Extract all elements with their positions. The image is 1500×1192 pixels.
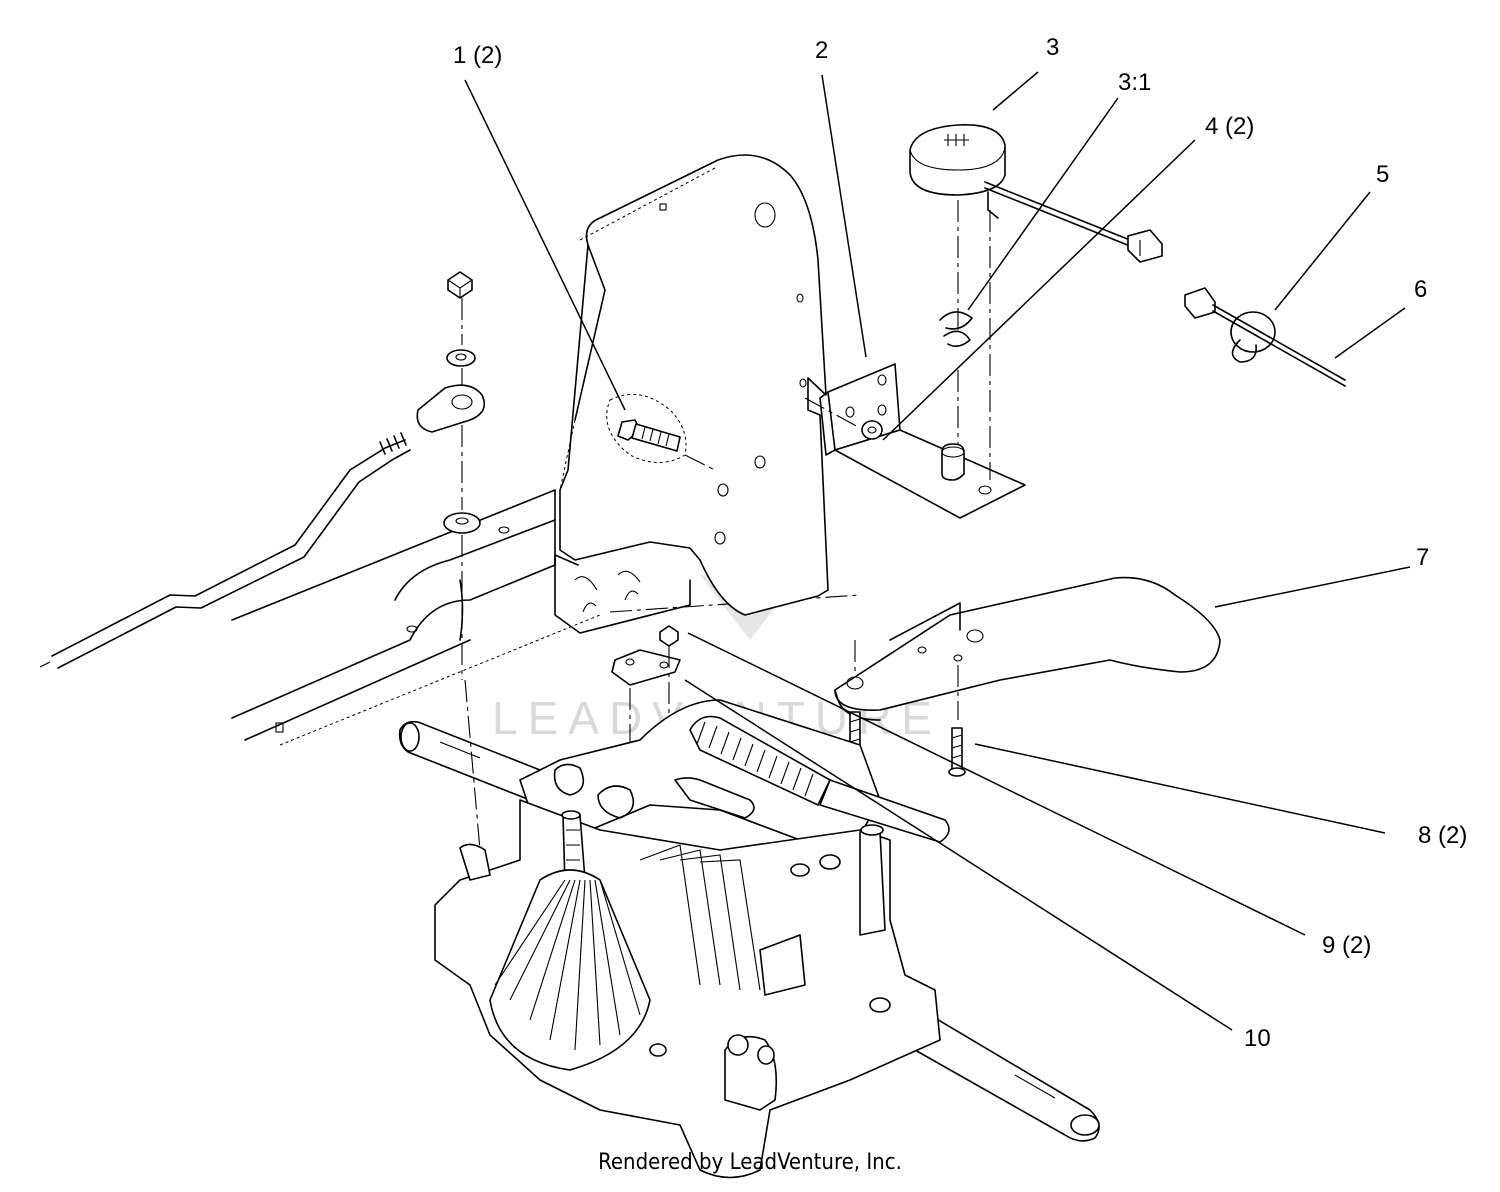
callout-9: 9 (2) <box>1322 932 1371 959</box>
leader-8 <box>974 743 1386 834</box>
callout-labels: 1 (2) 2 3 3:1 4 (2) 5 6 7 8 (2) 9 (2) 10 <box>453 34 1467 1052</box>
transaxle-assembly <box>398 679 1100 1179</box>
mounting-plate <box>554 154 829 634</box>
leader-6 <box>1334 307 1406 359</box>
callout-7: 7 <box>1416 544 1429 571</box>
guard-plate-item-7 <box>834 576 1221 721</box>
leader-3 <box>992 71 1039 111</box>
leader-10 <box>684 679 1233 1031</box>
switch-item-3 <box>909 124 1346 481</box>
angle-bracket-item-2 <box>804 363 1026 519</box>
callout-2: 2 <box>815 37 828 64</box>
callout-3: 3 <box>1046 34 1059 61</box>
callout-4: 4 (2) <box>1205 113 1254 140</box>
bolt-item-1 <box>606 393 716 471</box>
leader-5 <box>1274 191 1371 311</box>
shift-rod <box>39 432 411 669</box>
callout-1: 1 (2) <box>453 42 502 69</box>
callout-5: 5 <box>1376 161 1389 188</box>
leader-1 <box>464 79 626 411</box>
leader-4 <box>882 139 1196 441</box>
callout-8: 8 (2) <box>1418 822 1467 849</box>
rod-end-hardware <box>416 271 486 680</box>
callout-10: 10 <box>1244 1025 1271 1052</box>
leader-9 <box>687 632 1306 936</box>
callout-6: 6 <box>1414 276 1427 303</box>
leader-3-1 <box>967 97 1119 311</box>
leader-7 <box>1214 566 1411 608</box>
leader-lines <box>464 71 1411 1031</box>
callout-3-1: 3:1 <box>1118 69 1151 96</box>
footer-credit: Rendered by LeadVenture, Inc. <box>598 1150 902 1175</box>
leader-2 <box>821 74 867 358</box>
